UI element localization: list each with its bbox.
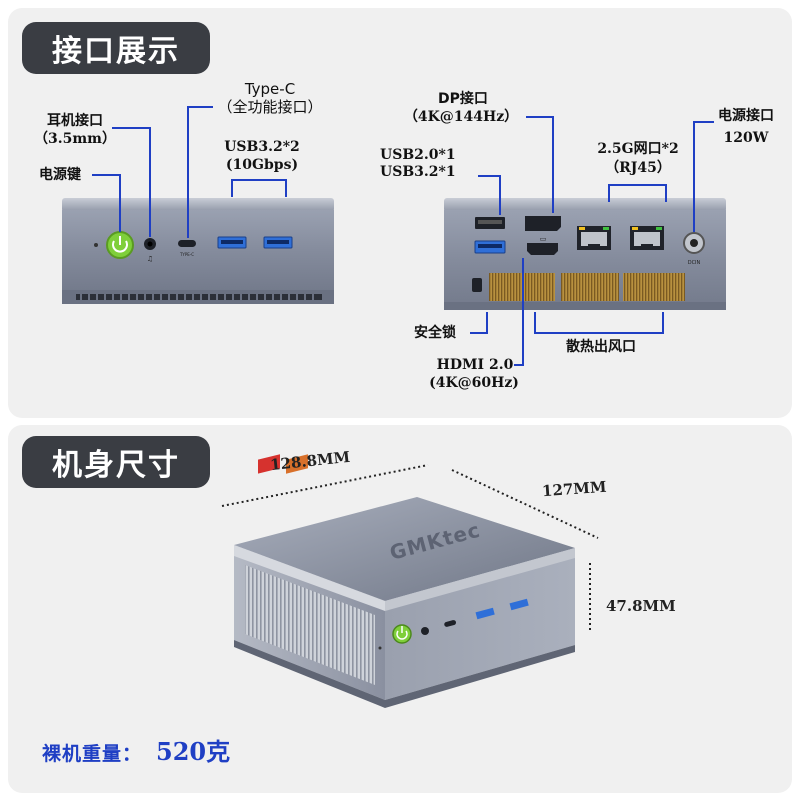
lock-label: 安全锁 <box>414 325 456 341</box>
usb-port-icon <box>217 236 293 249</box>
vent-grille-icon <box>489 273 685 301</box>
security-lock-slot-icon <box>472 278 482 292</box>
dimension-lines <box>221 464 599 630</box>
size-section-title: 机身尺寸 <box>22 436 210 488</box>
typec-tag: TYPE-C <box>179 252 194 257</box>
dimension-height: 47.8MM <box>606 597 676 615</box>
weight-value: 520克 <box>156 737 231 766</box>
dc-power-jack-icon: DCIN <box>683 232 705 266</box>
power-watt-label: 120W <box>723 130 769 146</box>
ports-section-title: 接口展示 <box>22 22 210 74</box>
usb20-label: USB2.0*1 <box>380 147 456 163</box>
headphone-label: 耳机接口 <box>47 113 103 129</box>
annotation-lines <box>92 106 714 366</box>
vent-label: 散热出风口 <box>566 339 636 355</box>
headphone-jack-icon: ♫ <box>144 238 156 263</box>
usb32x2-label: USB3.2*2 <box>224 139 300 155</box>
svg-text:▭: ▭ <box>540 235 547 243</box>
typec-port-icon: TYPE-C <box>178 240 196 257</box>
dc-tag: DCIN <box>688 260 701 266</box>
lan-type-label: （RJ45） <box>605 160 671 176</box>
dp-label: DP接口 <box>438 91 488 107</box>
svg-text:♫: ♫ <box>147 255 153 263</box>
hdmi-port-icon <box>527 243 558 255</box>
power-port-label: 电源接口 <box>718 108 774 124</box>
device-3d <box>234 454 575 708</box>
usb32-label: USB3.2*1 <box>380 164 456 180</box>
hdmi-label: HDMI 2.0 <box>436 357 514 373</box>
typec-label: Type-C <box>244 80 296 98</box>
ethernet-port-icon <box>577 226 664 250</box>
weight-label: 裸机重量： <box>42 743 143 765</box>
front-device <box>62 198 334 304</box>
usb32x2-speed-label: (10Gbps) <box>225 157 299 173</box>
power-button-label: 电源键 <box>39 167 81 183</box>
typec-desc-label: （全功能接口） <box>217 98 323 116</box>
displayport-icon: ▭ <box>525 216 561 243</box>
usb-port-icon <box>474 217 506 254</box>
dp-spec-label: （4K@144Hz） <box>403 109 519 125</box>
power-button-icon <box>106 231 134 259</box>
hdmi-spec-label: (4K@60Hz) <box>429 375 519 391</box>
headphone-size-label: （3.5mm） <box>34 131 116 147</box>
weight-line: 裸机重量： 520克 <box>42 732 230 767</box>
lan-label: 2.5G网口*2 <box>597 141 679 157</box>
